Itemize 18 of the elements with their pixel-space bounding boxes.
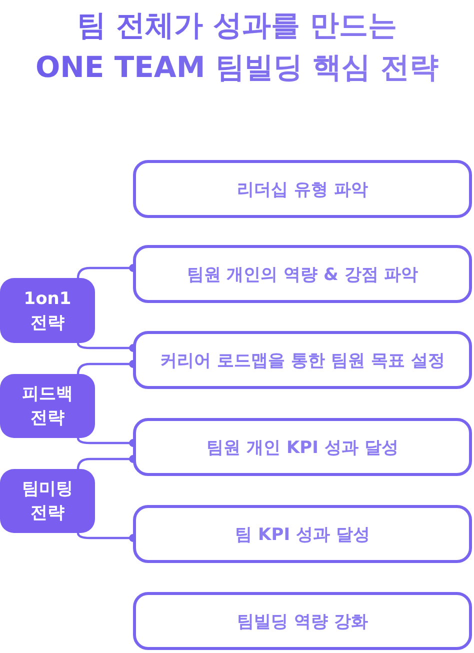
- strategy-label: 팀미팅 전략: [21, 478, 74, 525]
- step-box: [133, 160, 472, 218]
- strategy-box: [0, 374, 95, 438]
- step-label: 리더십 유형 파악: [237, 178, 368, 200]
- step-label: 커리어 로드맵을 통한 팀원 목표 설정: [160, 350, 445, 372]
- strategy-box: [0, 469, 95, 533]
- step-box: [133, 331, 472, 389]
- step-label: 팀빌딩 역량 강화: [237, 610, 368, 632]
- step-label: 팀원 개인의 역량 & 강점 파악: [186, 264, 418, 286]
- step-box: [133, 592, 472, 650]
- step-box: [133, 418, 472, 476]
- step-box: [133, 245, 472, 303]
- step-box: [133, 505, 472, 563]
- strategy-label: 피드백 전략: [21, 383, 74, 430]
- strategy-label: 1on1 전략: [22, 288, 72, 334]
- step-label: 팀 KPI 성과 달성: [235, 524, 370, 546]
- strategy-box: [0, 278, 95, 343]
- step-label: 팀원 개인 KPI 성과 달성: [206, 436, 398, 458]
